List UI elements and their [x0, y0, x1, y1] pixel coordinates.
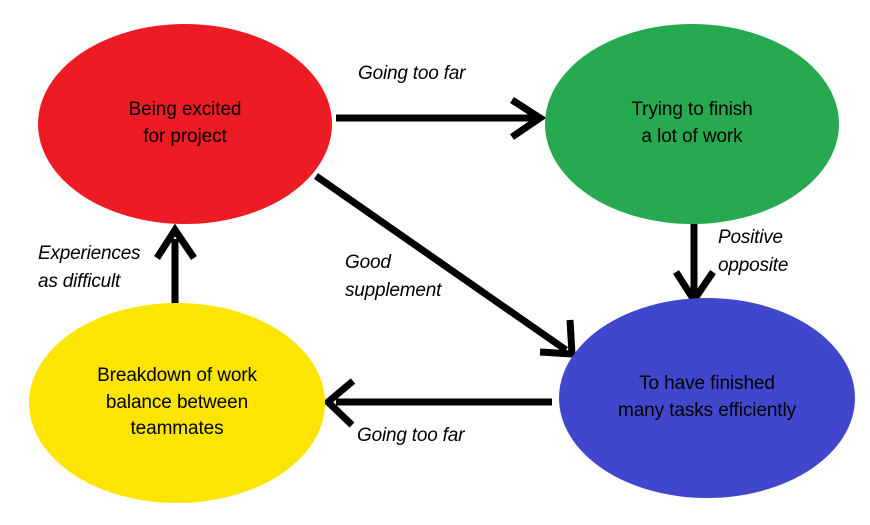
- edge-label-going-too-far-bottom: Going too far: [357, 425, 465, 446]
- edge-label-going-too-far-top: Going too far: [358, 63, 466, 84]
- arrow-excited-to-finished-tasks: [314, 173, 576, 358]
- arrow-finished-tasks-to-breakdown: [322, 378, 552, 428]
- edge-label-experiences-as-difficult: Experiences as difficult: [38, 243, 141, 292]
- arrow-finish-work-to-finished-tasks: [673, 222, 716, 307]
- edge-label-good-supplement: Good supplement: [345, 252, 442, 301]
- arrow-excited-to-finish-work: [336, 97, 547, 140]
- node-finish-work[interactable]: Trying to finish a lot of work: [545, 24, 839, 224]
- node-finish-work-label: Trying to finish a lot of work: [631, 99, 753, 147]
- node-excited-label: Being excited for project: [128, 99, 242, 147]
- node-finished-tasks[interactable]: To have finished many tasks efficiently: [559, 298, 855, 498]
- node-finished-tasks-label: To have finished many tasks efficiently: [617, 373, 797, 421]
- edge-label-positive-opposite: Positive opposite: [718, 227, 789, 276]
- node-excited[interactable]: Being excited for project: [38, 24, 332, 224]
- node-breakdown[interactable]: Breakdown of work balance between teamma…: [29, 303, 325, 503]
- node-breakdown-label: Breakdown of work balance between teamma…: [97, 364, 257, 440]
